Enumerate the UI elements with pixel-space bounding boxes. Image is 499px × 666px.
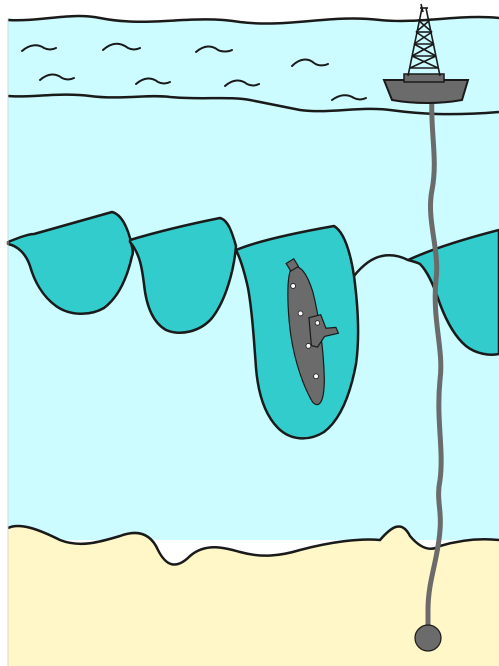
submarine-light <box>306 343 311 348</box>
submarine-light <box>291 283 296 288</box>
submarine-light <box>315 321 320 326</box>
submarine-light <box>298 311 303 316</box>
vessel-deck <box>404 74 444 82</box>
submarine-light <box>313 374 318 379</box>
vessel-hull <box>384 80 468 103</box>
wellhead <box>415 625 441 651</box>
